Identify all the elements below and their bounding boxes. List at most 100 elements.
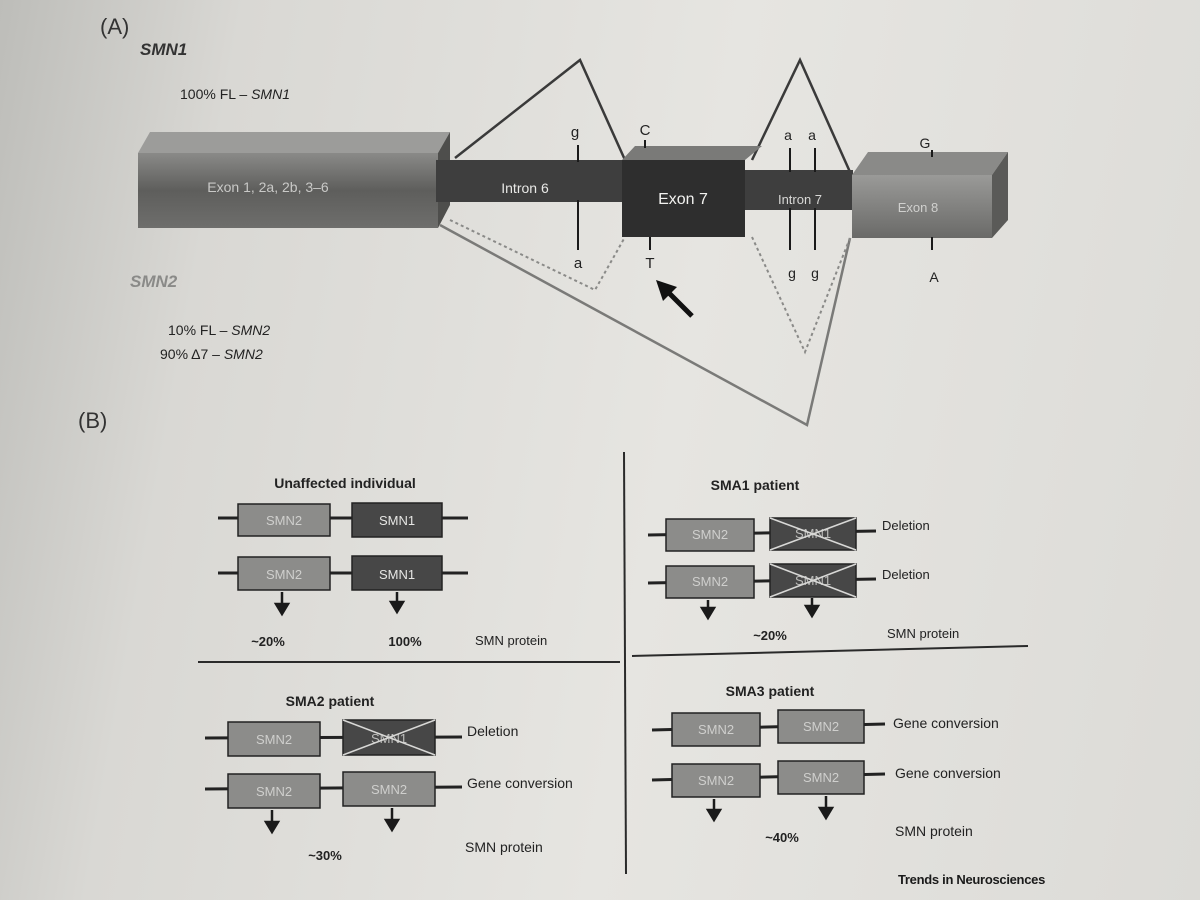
smn-protein-percent-smn1: 100% — [388, 634, 422, 649]
sma3-note-1: Gene conversion — [893, 715, 999, 731]
arrow-icon — [656, 280, 694, 318]
gene-label: SMN2 — [803, 770, 839, 785]
smn2-fl-percentage: 10% FL – SMN2 — [168, 322, 270, 338]
smn2-gene-box — [227, 721, 321, 757]
smn2-fl-gene: SMN2 — [231, 322, 271, 338]
sma2-chromosome-2: SMN2 SMN2 Gene conversion — [204, 771, 573, 809]
smn1-splicing-lines — [454, 57, 852, 173]
smn2-gene-box — [342, 771, 436, 807]
gene-label: SMN2 — [803, 719, 839, 734]
gene-label: SMN1 — [379, 567, 415, 582]
sma3-title: SMA3 patient — [726, 683, 815, 699]
intron-6-segment — [436, 160, 626, 202]
divider-horizontal-right — [631, 645, 1029, 657]
smn1-title: SMN1 — [140, 40, 188, 59]
smn-protein-label: SMN protein — [887, 626, 959, 641]
smn2-gene-box — [665, 565, 755, 599]
exon7-nucleotide-top: C — [640, 122, 651, 139]
gene-structure-diagram: Exon 1, 2a, 2b, 3–6 Intron 6 Exon 7 Intr… — [138, 57, 1008, 427]
nucleotide-ticks — [577, 140, 933, 250]
smn2-gene-box — [777, 709, 865, 744]
exon-8-label: Exon 8 — [898, 200, 938, 215]
smn2-gene-box — [227, 773, 321, 809]
sma1-chromosome-2: SMN2 SMN1 Deletion — [647, 563, 930, 599]
smn-protein-label: SMN protein — [895, 823, 973, 839]
gene-label: SMN2 — [698, 722, 734, 737]
gene-label: SMN2 — [692, 527, 728, 542]
gene-label: SMN2 — [371, 782, 407, 797]
gene-label: SMN1 — [379, 513, 415, 528]
expression-arrows — [273, 592, 406, 617]
sma3-panel: SMA3 patient SMN2 SMN2 Gene conversion S… — [651, 683, 1001, 845]
smn-protein-label: SMN protein — [475, 633, 547, 648]
sma1-note-2: Deletion — [882, 567, 930, 582]
sma3-chromosome-1: SMN2 SMN2 Gene conversion — [651, 709, 999, 747]
sma1-panel: SMA1 patient SMN2 SMN1 Deletion SMN2 SMN… — [647, 477, 959, 643]
unaffected-panel: Unaffected individual SMN2 SMN1 SMN2 SMN… — [218, 475, 547, 649]
expression-arrows — [263, 808, 401, 835]
smn-protein-percent-smn2: ~20% — [251, 634, 285, 649]
smn2-splicing-lines — [439, 219, 852, 427]
exon7-nucleotide-bottom: T — [645, 255, 654, 272]
deletion-cross-icon — [342, 719, 436, 756]
smn-protein-percent: ~40% — [765, 830, 799, 845]
smn2-gene-box — [665, 518, 755, 552]
exon-7-block — [622, 146, 762, 237]
deletion-cross-icon — [769, 517, 857, 551]
smn2-gene-box — [237, 556, 331, 591]
exon8-nucleotide-bottom: A — [929, 269, 939, 285]
expression-arrows — [699, 598, 821, 621]
smn2-title: SMN2 — [130, 272, 178, 291]
expression-arrows — [705, 796, 835, 823]
smn1-fl-prefix: 100% FL – — [180, 86, 252, 102]
divider-vertical — [623, 451, 627, 875]
sma3-note-2: Gene conversion — [895, 765, 1001, 781]
gene-label: SMN2 — [256, 784, 292, 799]
sma3-chromosome-2: SMN2 SMN2 Gene conversion — [651, 760, 1001, 798]
sma2-note-1: Deletion — [467, 723, 518, 739]
intron6-nucleotide-top: g — [571, 124, 579, 141]
genotype-panels: Unaffected individual SMN2 SMN1 SMN2 SMN… — [198, 451, 1029, 875]
panel-b-label: (B) — [78, 408, 108, 433]
smn2-gene-box — [671, 763, 761, 798]
intron6-nucleotide-bottom: a — [574, 255, 583, 272]
exon8-nucleotide-top: G — [920, 135, 931, 151]
sma2-panel: SMA2 patient SMN2 SMN1 Deletion SMN2 SMN… — [204, 693, 573, 863]
smn-protein-label: SMN protein — [465, 839, 543, 855]
unaffected-chromosome-2: SMN2 SMN1 — [218, 555, 468, 591]
gene-label: SMN2 — [256, 732, 292, 747]
gene-label: SMN2 — [266, 513, 302, 528]
unaffected-title: Unaffected individual — [274, 475, 416, 491]
smn1-fl-gene: SMN1 — [251, 86, 290, 102]
smn2-fl-prefix: 10% FL – — [168, 322, 232, 338]
exon-7-label: Exon 7 — [658, 191, 708, 208]
smn2-d7-gene: SMN2 — [223, 346, 263, 362]
gene-label: SMN2 — [692, 574, 728, 589]
smn2-gene-box — [237, 503, 331, 537]
smn2-d7-prefix: 90% Δ7 – — [160, 346, 224, 362]
intron7-nucleotide-bottom-2: g — [811, 265, 819, 281]
intron7-nucleotide-top-2: a — [808, 127, 816, 143]
exon-1-6-label: Exon 1, 2a, 2b, 3–6 — [207, 179, 329, 195]
intron7-nucleotide-bottom-1: g — [788, 265, 796, 281]
smn2-gene-box — [777, 760, 865, 795]
smn1-gene-box — [351, 502, 443, 538]
journal-credit: Trends in Neurosciences — [898, 872, 1045, 887]
gene-label: SMN2 — [698, 773, 734, 788]
sma2-chromosome-1: SMN2 SMN1 Deletion — [204, 719, 518, 757]
sma2-title: SMA2 patient — [286, 693, 375, 709]
intron-7-label: Intron 7 — [778, 192, 822, 207]
panel-a-label: (A) — [100, 14, 130, 39]
intron7-nucleotide-top-1: a — [784, 127, 792, 143]
sma1-chromosome-1: SMN2 SMN1 Deletion — [647, 517, 930, 552]
sma1-note-1: Deletion — [882, 518, 930, 533]
unaffected-chromosome-1: SMN2 SMN1 — [218, 502, 468, 538]
sma2-note-2: Gene conversion — [467, 775, 573, 791]
smn1-fl-percentage: 100% FL – SMN1 — [180, 86, 290, 102]
deletion-cross-icon — [769, 563, 857, 598]
smn2-delta7-percentage: 90% Δ7 – SMN2 — [160, 346, 263, 362]
smn-protein-percent: ~30% — [308, 848, 342, 863]
gene-label: SMN2 — [266, 567, 302, 582]
exon-1-6-block — [138, 132, 450, 228]
